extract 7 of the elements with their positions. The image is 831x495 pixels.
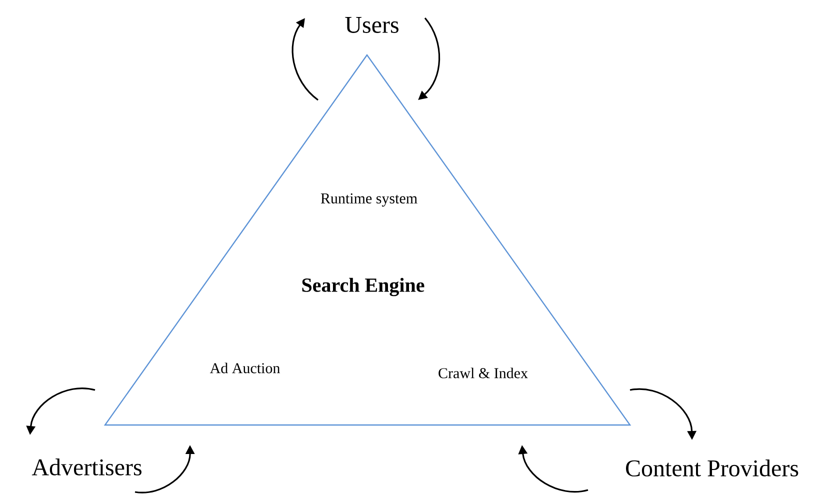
title-label: Search Engine xyxy=(302,278,424,296)
actor-label: Content Providers xyxy=(626,460,798,476)
inner-label: Crawl & Index xyxy=(438,368,528,378)
inner-label: Ad Auction xyxy=(210,362,280,374)
inner-label: Runtime system xyxy=(320,193,418,207)
actor-label: Advertisers xyxy=(32,458,142,476)
actor-label: Users xyxy=(345,17,398,33)
